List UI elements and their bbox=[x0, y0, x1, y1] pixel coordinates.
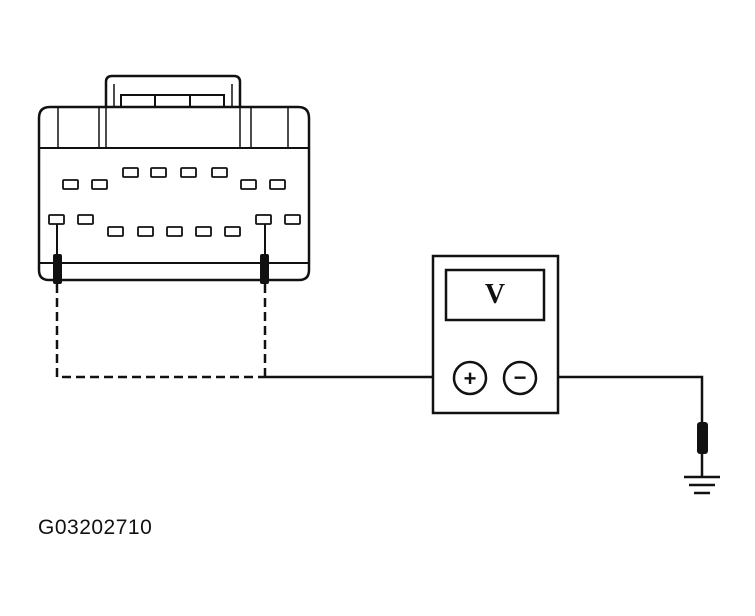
probe-left bbox=[53, 254, 62, 284]
ground-connection bbox=[684, 422, 720, 495]
negative-terminal-label: − bbox=[514, 365, 527, 390]
figure-id-label: G03202710 bbox=[38, 516, 153, 539]
pin-cavity bbox=[62, 179, 79, 190]
pin-cavity bbox=[269, 179, 286, 190]
pin-cavity bbox=[211, 167, 228, 178]
connector bbox=[37, 74, 311, 282]
pin-cavity bbox=[122, 167, 139, 178]
voltmeter: V + − bbox=[431, 254, 560, 415]
connector-body bbox=[37, 105, 311, 282]
pin-cavity bbox=[195, 226, 212, 237]
voltmeter-display bbox=[444, 268, 546, 322]
pin-cavity bbox=[224, 226, 241, 237]
positive-terminal bbox=[452, 360, 488, 396]
negative-terminal bbox=[502, 360, 538, 396]
positive-terminal-label: + bbox=[464, 366, 477, 391]
ground-icon bbox=[684, 475, 720, 495]
probe-right bbox=[260, 254, 269, 284]
wires bbox=[55, 284, 704, 424]
wire-to-ground bbox=[540, 375, 704, 424]
test-probes bbox=[53, 224, 269, 284]
pin-cavity bbox=[107, 226, 124, 237]
pin-cavity bbox=[77, 214, 94, 225]
connector-pin-cavities bbox=[48, 167, 301, 237]
pin-cavity bbox=[240, 179, 257, 190]
pin-cavity bbox=[91, 179, 108, 190]
pin-cavity bbox=[180, 167, 197, 178]
dashed-lead bbox=[55, 284, 265, 379]
pin-cavity bbox=[255, 214, 272, 225]
ground-probe bbox=[697, 422, 708, 454]
pin-cavity bbox=[166, 226, 183, 237]
pin-cavity bbox=[137, 226, 154, 237]
pin-cavity bbox=[150, 167, 167, 178]
pin-cavity bbox=[48, 214, 65, 225]
voltmeter-display-symbol: V bbox=[485, 279, 505, 310]
pin-cavity bbox=[284, 214, 301, 225]
